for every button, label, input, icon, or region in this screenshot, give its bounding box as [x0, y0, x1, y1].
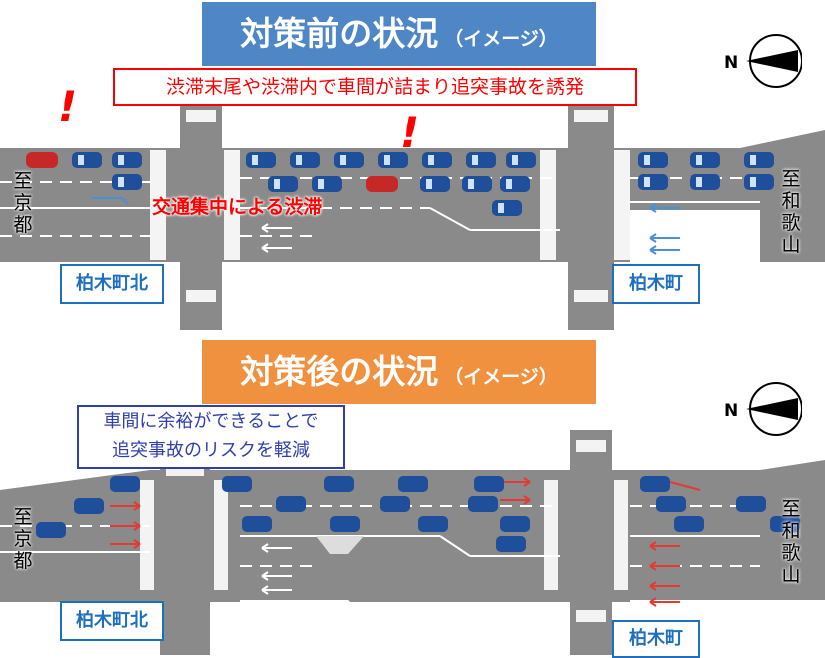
- compass-label: N: [724, 401, 738, 421]
- before-title-sub: （イメージ）: [444, 28, 558, 50]
- before-title-text: 対策前の状況: [240, 14, 439, 53]
- alert-exclaim-left: !: [58, 82, 78, 131]
- after-title: 対策後の状況（イメージ）: [202, 340, 596, 404]
- before-place-right: 柏木町: [612, 264, 700, 304]
- after-callout-line2: 追突事故のリスクを軽減: [112, 440, 310, 461]
- compass-label: N: [724, 53, 738, 73]
- after-dest-left: 至京都: [13, 506, 33, 572]
- before-place-left: 柏木町北: [60, 264, 164, 304]
- compass-after: N: [724, 380, 803, 442]
- after-place-left: 柏木町北: [60, 601, 164, 641]
- after-place-right: 柏木町: [612, 620, 700, 658]
- congestion-label: 交通集中による渋滞: [152, 196, 323, 218]
- road-map-before: [0, 90, 825, 330]
- north-arrow-icon: N: [724, 34, 803, 88]
- compass-before: N: [724, 32, 803, 94]
- after-title-sub: （イメージ）: [444, 366, 558, 388]
- before-title: 対策前の状況（イメージ）: [202, 2, 596, 66]
- after-callout-line1: 車間に余裕ができることで: [103, 411, 319, 432]
- after-dest-right: 至和歌山: [781, 498, 801, 586]
- before-dest-right: 至和歌山: [781, 168, 801, 256]
- north-arrow-icon: N: [724, 382, 803, 436]
- after-callout: 車間に余裕ができることで 追突事故のリスクを軽減: [77, 405, 345, 469]
- before-dest-left: 至京都: [13, 170, 33, 236]
- after-title-text: 対策後の状況: [240, 352, 439, 391]
- alert-exclaim-right: !: [400, 108, 420, 157]
- road-map-after: [0, 430, 825, 655]
- before-callout: 渋滞末尾や渋滞内で車間が詰まり追突事故を誘発: [113, 68, 637, 106]
